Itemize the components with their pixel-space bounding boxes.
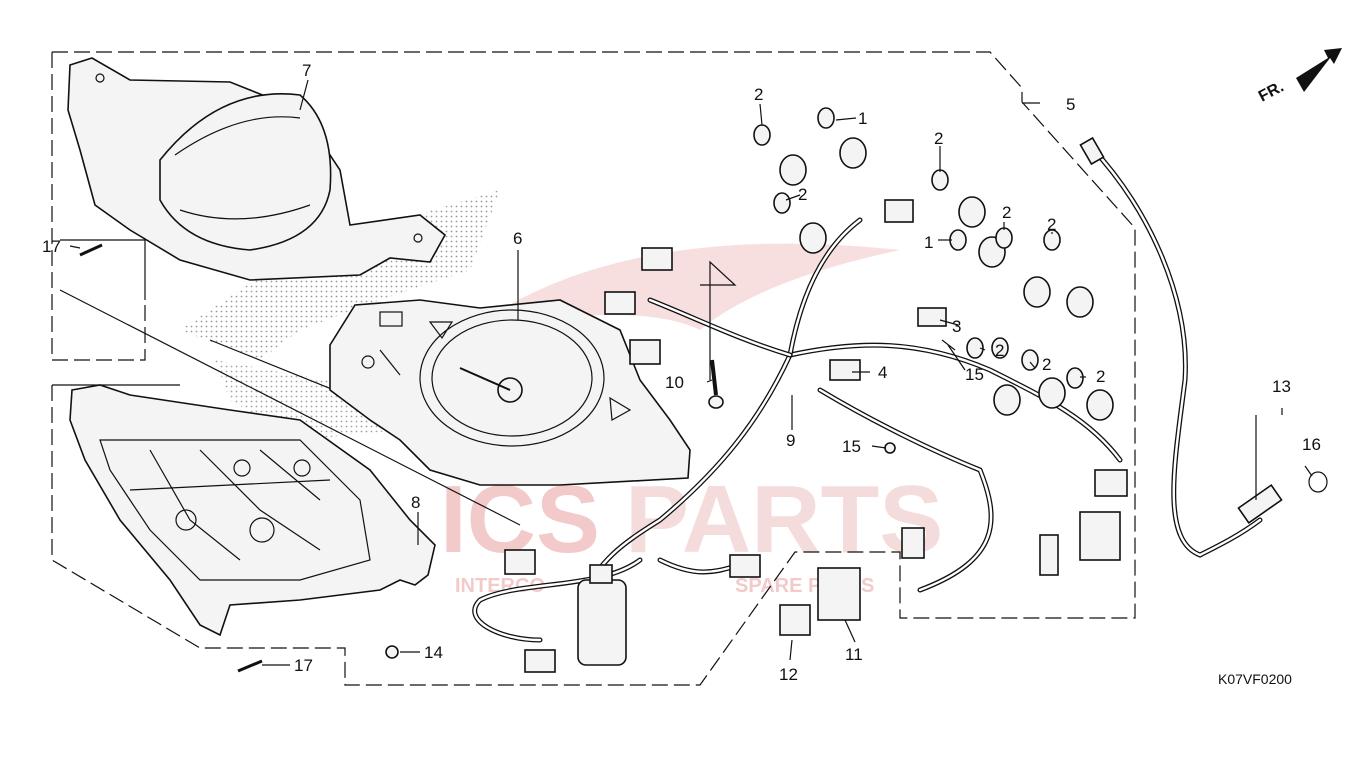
dotted-shade-lower [215, 360, 400, 440]
callout-17-lower: 17 [294, 656, 313, 675]
callout-2-mid: 2 [798, 185, 807, 204]
callout-4: 4 [878, 363, 887, 382]
callout-13: 13 [1272, 377, 1291, 396]
callout-16: 16 [1302, 435, 1321, 454]
clamps-and-screws [79, 243, 956, 673]
callout-15-upper: 15 [965, 365, 984, 384]
callout-2-upper-right: 2 [934, 129, 943, 148]
watermark-brand-right: PARTS [625, 466, 943, 573]
callout-8: 8 [411, 493, 420, 512]
callout-2-lower-c: 2 [1096, 367, 1105, 386]
callout-2-lower-a: 2 [995, 341, 1004, 360]
callout-2-top: 2 [754, 85, 763, 104]
diagram-code: K07VF0200 [1218, 671, 1292, 687]
callout-17-upper: 17 [42, 237, 61, 256]
callout-2-right-b: 2 [1047, 215, 1056, 234]
callout-7: 7 [302, 61, 311, 80]
assembly-boundaries [51, 51, 1136, 686]
meter-lower-case [69, 384, 436, 637]
callout-9: 9 [786, 431, 795, 450]
callout-15-lower: 15 [842, 437, 861, 456]
meter-upper-cover [67, 57, 447, 281]
speedometer-cable [1079, 136, 1328, 558]
callout-14: 14 [424, 643, 443, 662]
leader-lines [69, 79, 1313, 666]
relay-unit [779, 567, 861, 636]
main-wire-harness [472, 199, 1128, 673]
callout-6: 6 [513, 229, 522, 248]
callout-12: 12 [779, 665, 798, 684]
front-direction-arrow: FR. [1256, 48, 1342, 106]
bulb-sockets [779, 137, 1114, 421]
callout-2-right-a: 2 [1002, 203, 1011, 222]
callout-11: 11 [845, 645, 863, 664]
front-direction-label: FR. [1256, 78, 1287, 105]
callout-2-lower-b: 2 [1042, 355, 1051, 374]
watermark-tagline-left: INTERCO [455, 575, 545, 597]
callout-5: 5 [1066, 95, 1075, 114]
callout-labels: 7 6 8 9 10 1 1 2 2 2 2 2 2 2 2 3 4 5 15 … [42, 61, 1321, 684]
callout-1-top: 1 [858, 109, 867, 128]
callout-10: 10 [665, 373, 684, 392]
speedometer-panel [329, 299, 691, 486]
callout-1-right: 1 [924, 233, 933, 252]
callout-3: 3 [952, 317, 961, 336]
